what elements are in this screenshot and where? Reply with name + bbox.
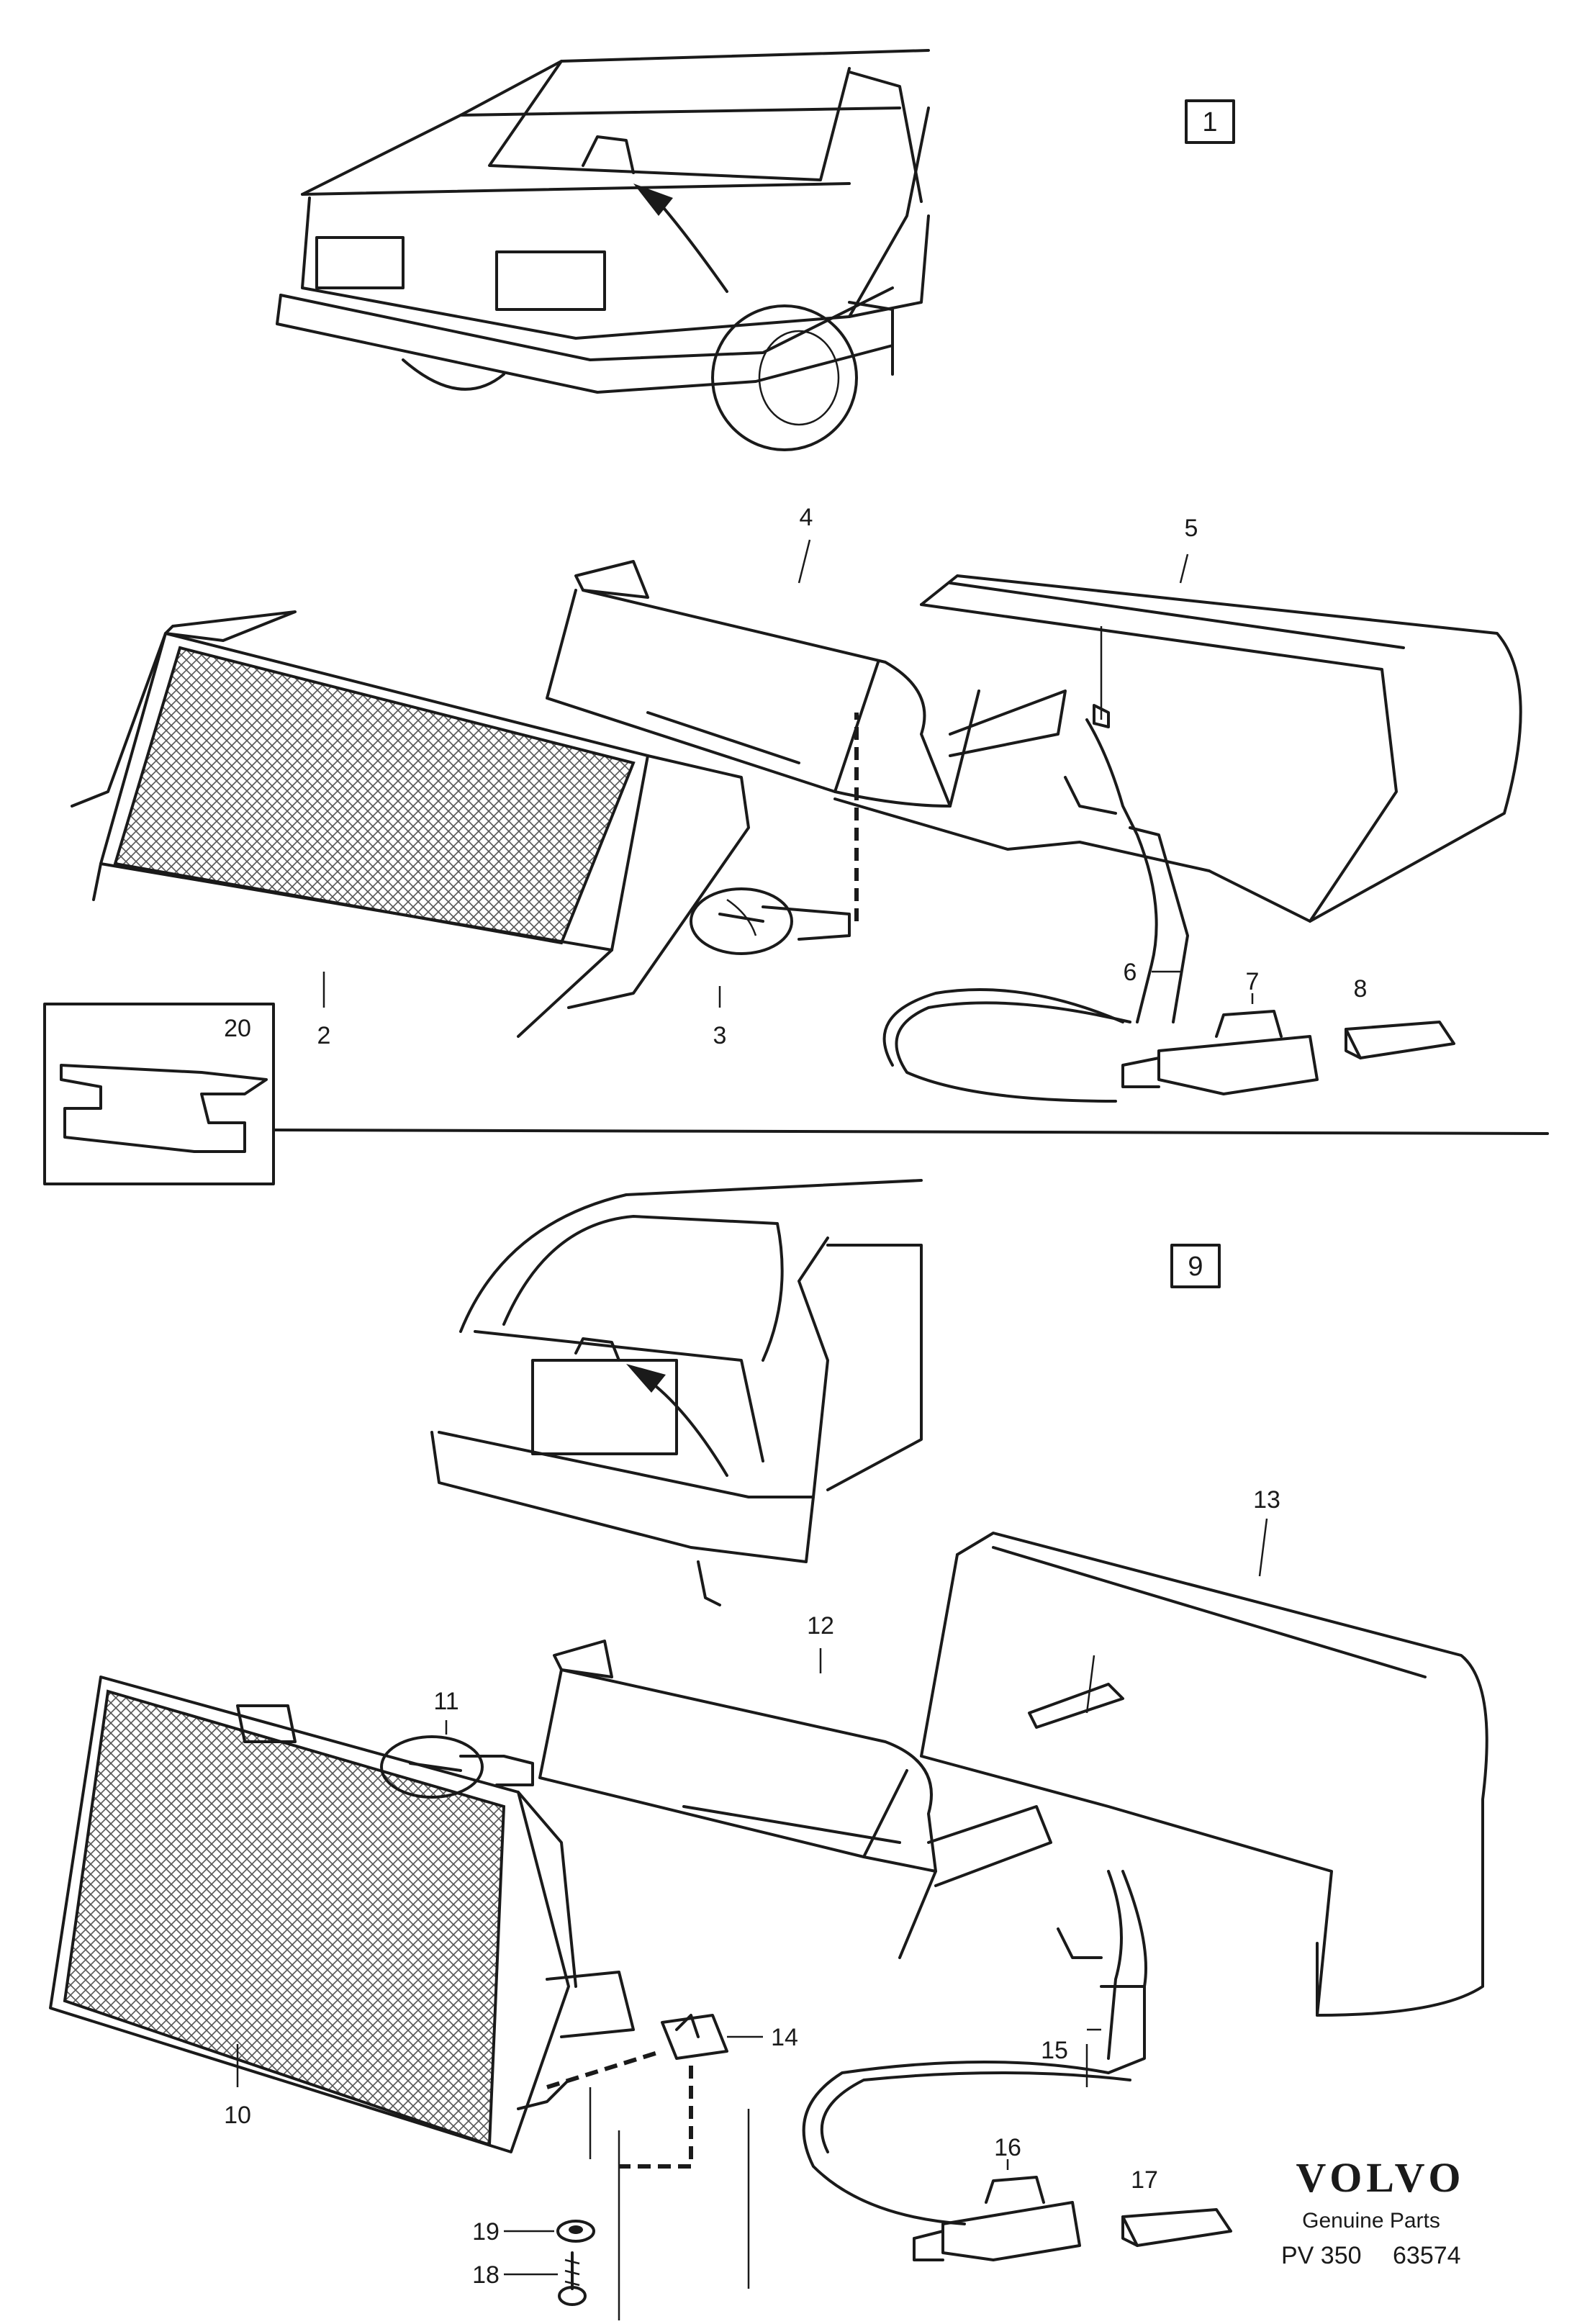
part-16-connector <box>913 2176 1081 2261</box>
view-label-1: 1 <box>1202 107 1217 137</box>
assembly-line-clip <box>546 2049 663 2089</box>
callout-20: 20 <box>224 1015 251 1042</box>
part-code-number: 63574 <box>1393 2242 1461 2269</box>
estate-rear-view <box>430 1179 923 1606</box>
section-divider <box>272 1129 1549 1135</box>
callout-14: 14 <box>771 2024 798 2051</box>
callout-13: 13 <box>1253 1486 1280 1514</box>
location-arrow-sedan <box>654 196 728 293</box>
part-14-clip <box>661 2014 728 2060</box>
part-11-bulb <box>380 1735 534 1799</box>
view-label-9: 9 <box>1188 1252 1203 1282</box>
callout-16: 16 <box>994 2134 1021 2161</box>
brand-logo-text: VOLVO <box>1296 2154 1465 2201</box>
callout-19: 19 <box>472 2218 500 2246</box>
part-2-lens <box>71 610 750 1038</box>
callout-line-13 <box>1258 1518 1268 1577</box>
part-code-prefix: PV 350 <box>1281 2242 1362 2269</box>
callout-11: 11 <box>433 1688 458 1715</box>
callout-18: 18 <box>472 2261 500 2289</box>
part-7-connector <box>1121 1010 1319 1095</box>
view-label-box-9: 9 <box>1170 1244 1221 1288</box>
callout-17: 17 <box>1131 2166 1158 2194</box>
view-label-box-1: 1 <box>1185 99 1235 144</box>
part-12-reflector <box>538 1640 1052 1959</box>
brand-block: VOLVO Genuine Parts PV 350 63574 <box>1281 2154 1465 2269</box>
assembly-line-screw <box>619 2066 693 2169</box>
callout-5: 5 <box>1185 515 1198 542</box>
part-4-reflector <box>546 560 1067 808</box>
callout-4: 4 <box>800 504 813 531</box>
part-3-bulb <box>690 887 851 955</box>
brand-subtitle: Genuine Parts <box>1302 2209 1440 2233</box>
callout-line-5 <box>1179 553 1189 584</box>
part-13-cover <box>920 1532 1488 2017</box>
part-20-inset-box: 20 <box>43 1003 275 1185</box>
sedan-rear-view <box>276 49 930 451</box>
arrow-head-icon <box>626 1364 666 1393</box>
callout-3: 3 <box>713 1022 727 1049</box>
callout-8: 8 <box>1354 975 1368 1003</box>
callout-15: 15 <box>1041 2037 1068 2064</box>
callout-2: 2 <box>317 1022 331 1049</box>
mount-lines <box>589 2087 750 2320</box>
part-8-connector <box>1345 1021 1455 1059</box>
part-19-nut <box>556 2220 595 2243</box>
part-18-screw <box>558 2251 587 2306</box>
callout-10: 10 <box>224 2102 251 2129</box>
arrow-head-icon <box>633 184 673 216</box>
callout-12: 12 <box>807 1612 834 1640</box>
callout-line-15 <box>1085 2028 1101 2087</box>
callout-7: 7 <box>1246 968 1260 995</box>
part-5-cover <box>833 574 1522 923</box>
callout-line-4 <box>798 539 811 584</box>
part-6-cable <box>882 718 1189 1103</box>
callout-6: 6 <box>1124 959 1137 986</box>
part-17-connector <box>1121 2208 1232 2247</box>
part-15-cable <box>802 1870 1147 2225</box>
part-10-lens <box>49 1676 635 2153</box>
